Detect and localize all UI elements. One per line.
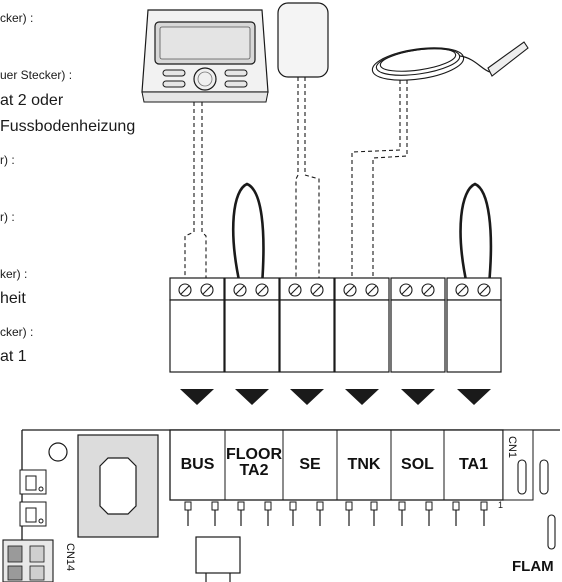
terminal-label-bus: BUS <box>180 456 215 473</box>
label-unit: heit <box>0 290 26 307</box>
screw-icon <box>288 283 302 297</box>
terminal-block-sol <box>390 277 446 373</box>
label-floor-heating: Fussbodenheizung <box>0 118 136 135</box>
terminal-block-ta1 <box>446 277 502 373</box>
label-floor-cable: uer Stecker) : <box>0 68 73 82</box>
screw-icon <box>233 283 247 297</box>
board-pin <box>289 501 297 526</box>
board-label-flam: FLAM <box>512 558 554 575</box>
down-arrow-icon <box>290 389 324 405</box>
connector-label-cn1: CN1 <box>506 436 518 459</box>
screw-icon <box>178 283 192 297</box>
screw-icon <box>310 283 324 297</box>
label-sol-cable: ker) : <box>0 267 28 281</box>
jumper-ta1 <box>459 182 493 286</box>
board-pin <box>398 501 406 526</box>
terminal-label-ta1: TA1 <box>458 456 489 473</box>
screw-icon <box>455 283 469 297</box>
board-pin-row <box>184 501 488 526</box>
board-pin <box>480 501 488 526</box>
screw-icon <box>200 283 214 297</box>
board-pin <box>316 501 324 526</box>
terminal-label-sol: SOL <box>401 456 434 473</box>
terminal-label-tnk: TNK <box>347 456 381 473</box>
board-pin <box>184 501 192 526</box>
board-pin <box>370 501 378 526</box>
connector-plug-cn14 <box>2 539 54 582</box>
terminal-block-strip <box>169 277 502 373</box>
connector-label-cn14: CN14 <box>64 543 76 572</box>
label-tnk-cable: r) : <box>0 210 15 224</box>
screw-icon <box>255 283 269 297</box>
down-arrow-icon <box>235 389 269 405</box>
board-pin <box>452 501 460 526</box>
label-thermostat-1: at 1 <box>0 348 27 365</box>
side-jumpers <box>19 469 47 527</box>
room-controller-device <box>141 9 269 103</box>
arrow-row <box>180 389 491 405</box>
terminal-block-bus <box>169 277 225 373</box>
board-pin <box>211 501 219 526</box>
screw-icon <box>343 283 357 297</box>
pin-one-label: 1 <box>498 500 504 510</box>
down-arrow-icon <box>457 389 491 405</box>
down-arrow-icon <box>180 389 214 405</box>
board-pin <box>425 501 433 526</box>
terminal-block-se <box>279 277 335 373</box>
jumper-floor-ta2 <box>231 182 265 286</box>
down-arrow-icon <box>345 389 379 405</box>
relay-component <box>195 536 241 582</box>
terminal-block-tnk <box>334 277 390 373</box>
circuit-board <box>21 429 560 582</box>
down-arrow-icon <box>401 389 435 405</box>
label-se-cable: r) : <box>0 153 15 167</box>
label-ta1-cable: cker) : <box>0 325 34 339</box>
cable-probe-sensor <box>371 41 529 81</box>
terminal-block-floor-ta2 <box>224 277 280 373</box>
board-pin <box>237 501 245 526</box>
screw-icon <box>477 283 491 297</box>
label-bus-cable: cker) : <box>0 11 34 25</box>
board-pin <box>345 501 353 526</box>
terminal-label-floor-ta2: FLOOR TA2 <box>226 446 282 479</box>
label-thermostat-2: at 2 oder <box>0 92 64 109</box>
screw-icon <box>399 283 413 297</box>
board-pin <box>264 501 272 526</box>
outdoor-sensor-box <box>277 2 329 78</box>
dashed-wires <box>184 77 408 285</box>
rj-socket <box>77 434 159 538</box>
terminal-label-se: SE <box>299 456 321 473</box>
screw-icon <box>421 283 435 297</box>
screw-icon <box>365 283 379 297</box>
